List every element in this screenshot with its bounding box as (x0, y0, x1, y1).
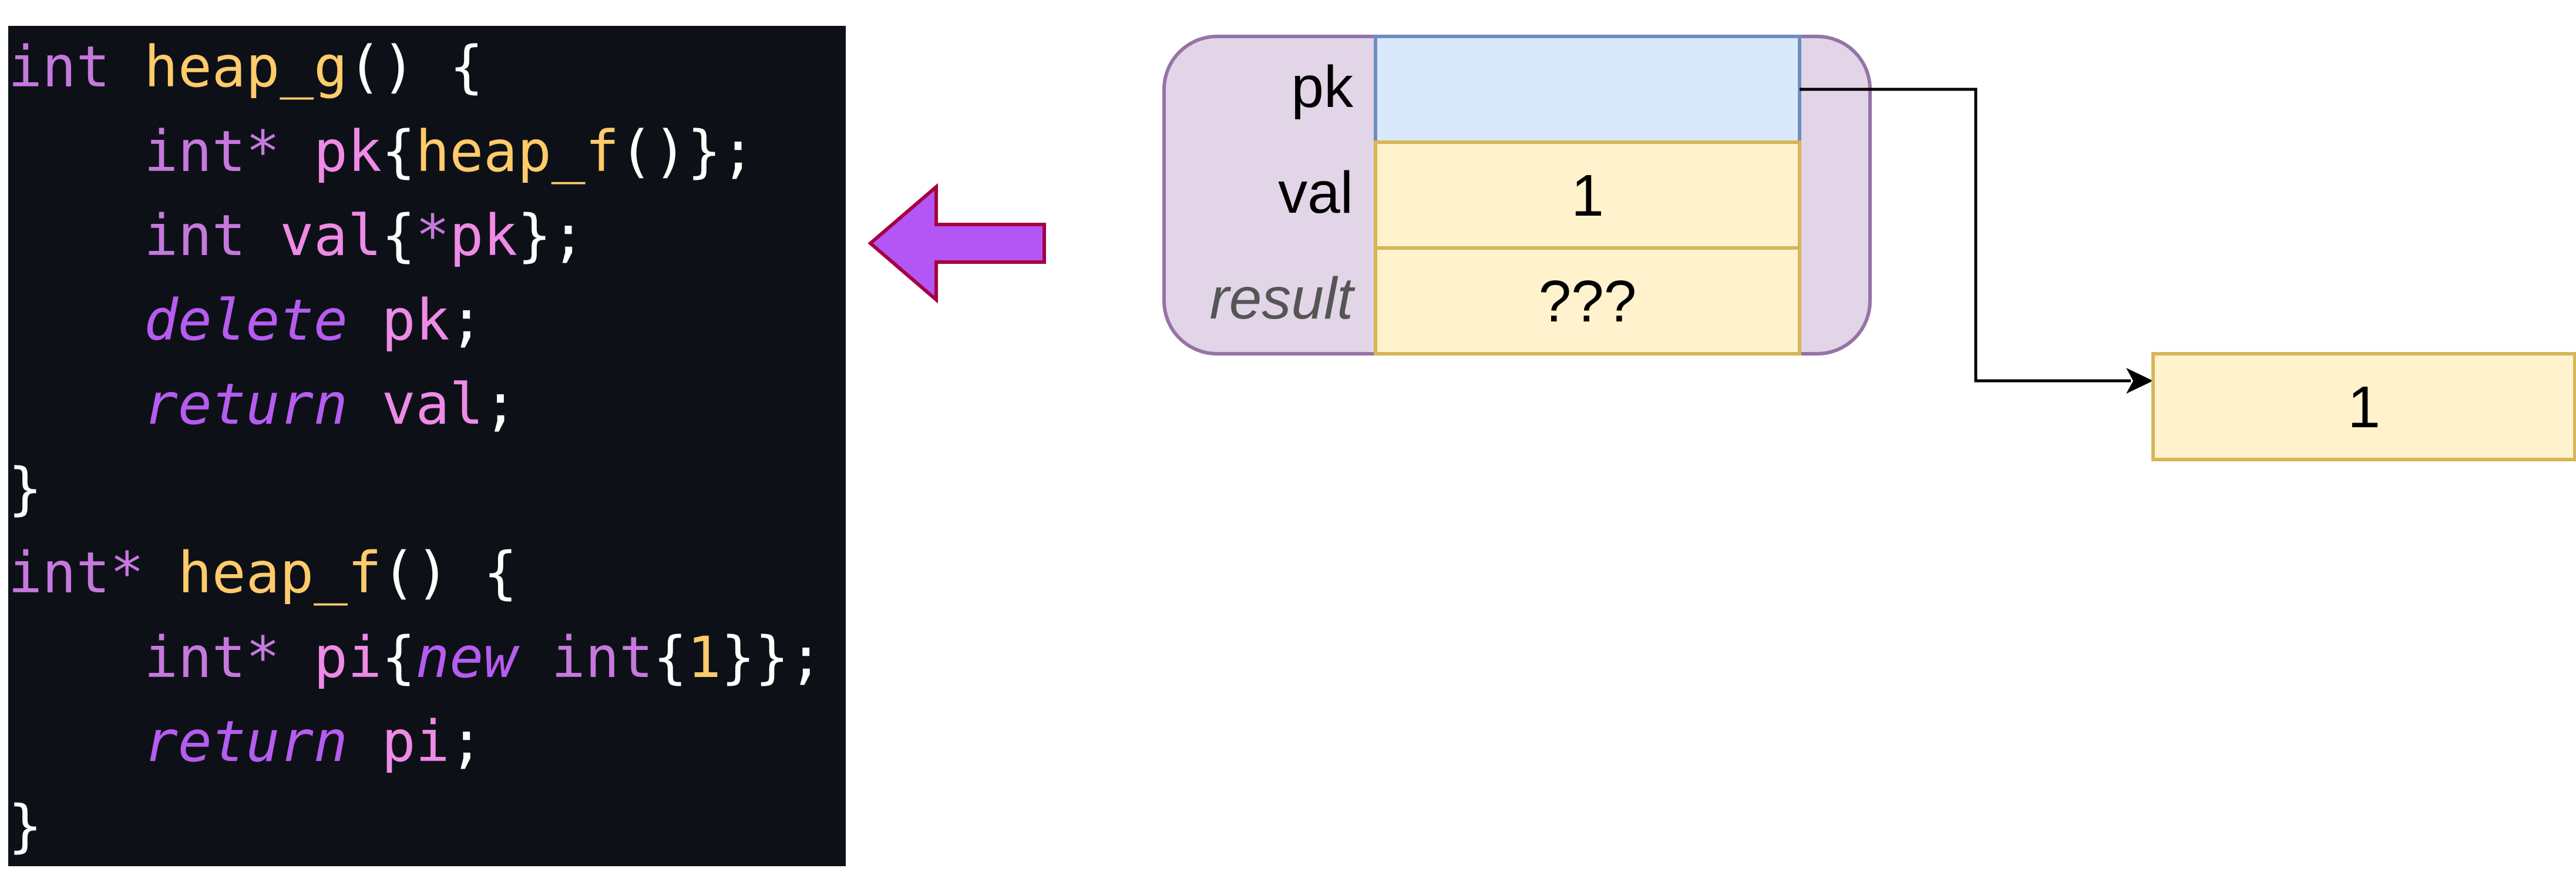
code-token: int (551, 624, 654, 690)
pk-cell (1374, 35, 1801, 144)
code-line: return pi; (8, 713, 483, 770)
code-token: pk (449, 203, 517, 269)
frame-label-val: val (1278, 160, 1353, 226)
code-token: }; (517, 203, 586, 269)
code-panel: int heap_g() { int* pk{heap_f()}; int va… (8, 26, 846, 866)
heap-cell-value: 1 (2348, 374, 2380, 440)
code-token: int* (8, 540, 144, 606)
code-token: () { (381, 540, 517, 606)
code-line: } (8, 798, 42, 854)
pointer-arrowhead-icon (2126, 368, 2153, 394)
code-token: return (144, 709, 348, 775)
code-token: int* (144, 118, 280, 185)
code-line: delete pk; (8, 292, 483, 348)
code-token: 1 (687, 624, 721, 690)
heap-cell (2151, 352, 2576, 461)
frame-row-result: result ??? (1209, 246, 1801, 356)
pointer-connector (1800, 88, 2131, 383)
code-token: pk (381, 287, 450, 353)
left-arrow-icon (867, 183, 1046, 304)
val-cell-value: 1 (1571, 163, 1604, 229)
code-token: } (8, 793, 42, 859)
code-token: int (144, 203, 246, 269)
code-line: int val{*pk}; (8, 207, 585, 264)
code-token: ; (483, 371, 517, 437)
code-line: int* pk{heap_f()}; (8, 123, 755, 180)
code-line: return val; (8, 376, 517, 433)
code-token: heap_f (415, 118, 620, 185)
code-token: heap_f (177, 540, 382, 606)
code-token: { (653, 624, 687, 690)
code-token: pi (314, 624, 382, 690)
code-line: int heap_g() { (8, 39, 483, 95)
code-token: }}; (721, 624, 823, 690)
code-token: int (8, 34, 110, 100)
code-token: val (280, 203, 382, 269)
code-token: ; (449, 287, 484, 353)
code-token: pk (314, 118, 382, 185)
code-token: pi (381, 709, 450, 775)
code-token: int* (144, 624, 280, 690)
frame-label-pk: pk (1291, 54, 1354, 120)
code-token: { (381, 624, 416, 690)
frame-label-result: result (1209, 266, 1356, 331)
code-token: ; (449, 709, 484, 775)
code-token: } (8, 455, 42, 522)
code-token: heap_g (144, 34, 348, 100)
code-token: val (381, 371, 484, 437)
code-token: { (381, 203, 416, 269)
code-line: } (8, 461, 42, 517)
code-token: delete (144, 287, 348, 353)
code-token: * (415, 203, 450, 269)
result-cell-value: ??? (1539, 269, 1637, 334)
code-token: ()}; (619, 118, 755, 185)
code-token: () { (347, 34, 484, 100)
code-line: int* pi{new int{1}}; (8, 629, 823, 686)
result-cell (1374, 246, 1801, 356)
code-line: int* heap_f() { (8, 545, 517, 601)
code-token: { (381, 118, 416, 185)
code-token: new (415, 624, 517, 690)
code-token: return (144, 371, 348, 437)
